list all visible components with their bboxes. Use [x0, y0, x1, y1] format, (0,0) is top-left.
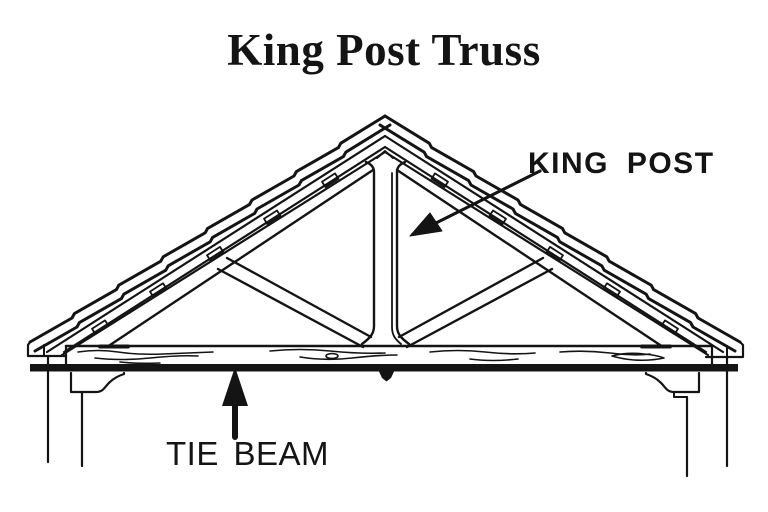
rafter-top-left — [60, 150, 387, 357]
king-post-tenon — [379, 371, 394, 382]
corbel-right — [644, 371, 701, 394]
strut-left — [216, 256, 373, 349]
tie-beam-label: TIE BEAM — [166, 435, 330, 472]
diagram-title: King Post Truss — [227, 25, 541, 75]
deck-bottom-left — [62, 145, 387, 354]
wall-left — [46, 355, 84, 468]
rafter-top-right — [383, 150, 710, 357]
strut-right — [397, 256, 554, 349]
tie-beam-arrow — [222, 367, 248, 440]
rafter-underside-left — [105, 168, 375, 349]
wall-right — [673, 355, 729, 478]
deck-bottom-right — [383, 145, 708, 354]
king-post-label: KING POST — [528, 147, 715, 180]
deck-top-right — [383, 134, 725, 354]
wood-grain — [77, 348, 665, 365]
tie-beam-shadow-band — [30, 364, 738, 372]
roof-slope-left — [26, 114, 392, 358]
corbel-left — [69, 371, 126, 394]
king-post — [360, 150, 411, 346]
king-post-arrow — [409, 169, 542, 237]
deck-top-left — [45, 134, 387, 354]
eave-fascia-left — [26, 340, 68, 358]
tie-beam — [30, 344, 738, 382]
eave-fascia-right — [704, 340, 745, 359]
rafter-underside-right — [395, 168, 665, 349]
